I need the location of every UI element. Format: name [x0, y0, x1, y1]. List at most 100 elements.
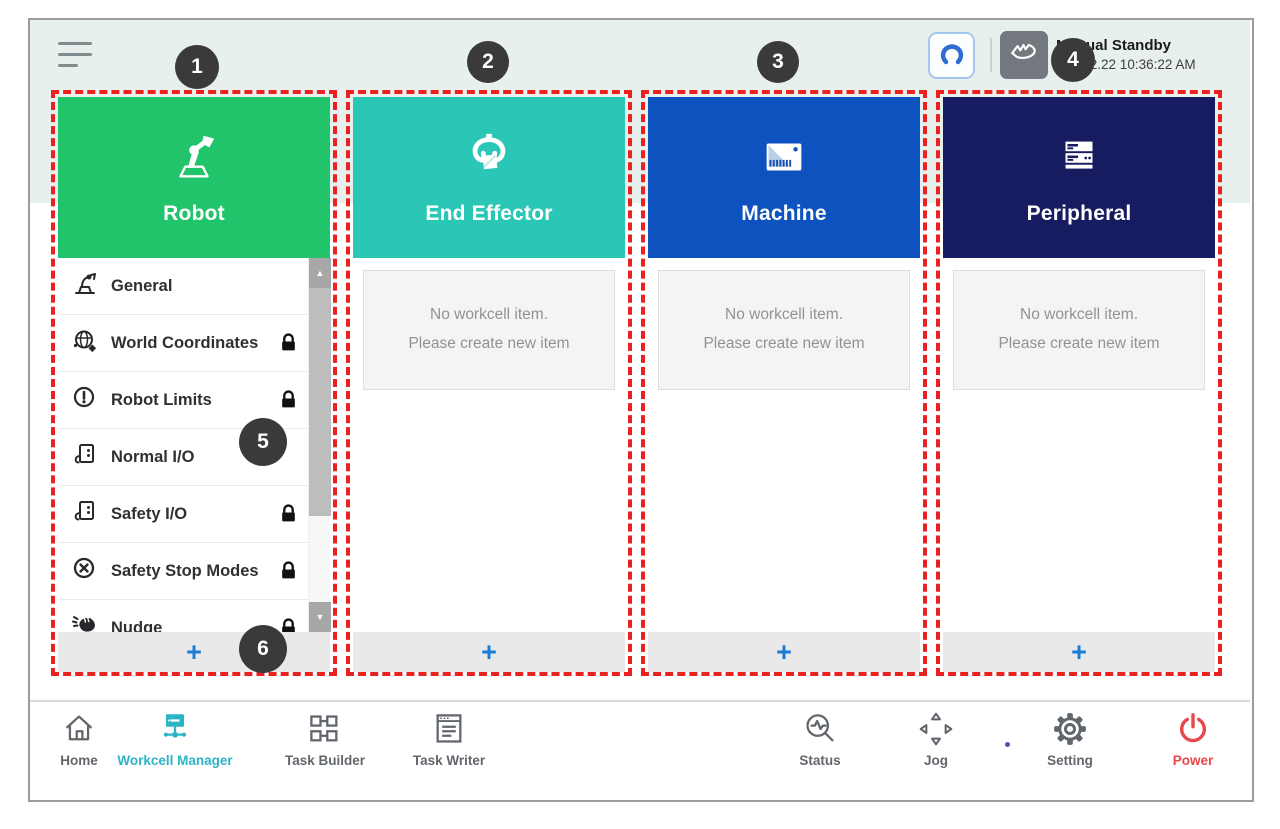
list-item-label: Safety Stop Modes: [111, 561, 259, 580]
nav-item-task-builder[interactable]: Task Builder: [255, 712, 395, 768]
robot-gripper-icon: [937, 38, 967, 73]
lock-icon: [279, 333, 298, 357]
nudge-hand-icon: [71, 612, 99, 633]
end-effector-column-header: End Effector: [353, 97, 625, 258]
topbar-divider: [990, 38, 992, 72]
gear-icon: [1053, 712, 1087, 746]
column-title: Peripheral: [1026, 201, 1132, 225]
jog-dpad-icon: [919, 712, 953, 746]
list-item-label: Normal I/O: [111, 447, 195, 466]
list-item-world-coordinates[interactable]: World Coordinates: [58, 315, 308, 372]
bottom-nav-divider: [30, 700, 1250, 702]
lock-icon: [279, 390, 298, 414]
list-item-label: Robot Limits: [111, 390, 212, 409]
server-rack-icon: [1052, 130, 1106, 189]
hamburger-menu-icon[interactable]: [58, 42, 92, 68]
nav-item-status[interactable]: Status: [750, 712, 890, 768]
empty-line-1: No workcell item.: [1020, 306, 1138, 324]
scroll-down-button[interactable]: ▼: [309, 602, 331, 632]
nav-item-task-writer[interactable]: Task Writer: [379, 712, 519, 768]
annotation-marker-5: 5: [239, 418, 287, 466]
world-coordinates-icon: [71, 327, 99, 360]
workcell-column-robot: Robot General: [58, 97, 331, 672]
hand-icon: [1008, 37, 1040, 74]
empty-line-2: Please create new item: [998, 335, 1160, 352]
robot-list-scrollbar[interactable]: ▲ ▼: [308, 258, 331, 632]
lock-icon: [279, 504, 298, 528]
add-robot-item-button[interactable]: +: [58, 632, 330, 672]
nav-label: Jog: [923, 753, 948, 768]
robot-limits-icon: [71, 384, 99, 417]
nav-label: Workcell Manager: [117, 753, 233, 768]
power-icon: [1176, 712, 1210, 746]
list-item-nudge[interactable]: Nudge: [58, 600, 308, 632]
plus-icon: +: [481, 636, 497, 667]
io-port-icon: [71, 441, 99, 474]
workcell-column-machine: Machine No workcell item. Please create …: [648, 97, 920, 672]
list-item-normal-io[interactable]: Normal I/O: [58, 429, 308, 486]
workcell-manager-icon: [158, 712, 192, 746]
list-item-label: General: [111, 276, 173, 295]
add-end-effector-item-button[interactable]: +: [353, 632, 625, 672]
nav-label: Home: [60, 753, 98, 768]
plus-icon: +: [776, 636, 792, 667]
annotation-marker-6: 6: [239, 625, 287, 673]
add-peripheral-item-button[interactable]: +: [943, 632, 1215, 672]
list-item-robot-limits[interactable]: Robot Limits: [58, 372, 308, 429]
empty-state-message: No workcell item. Please create new item: [363, 270, 615, 390]
workcell-column-end-effector: End Effector No workcell item. Please cr…: [353, 97, 625, 672]
robot-arm-icon: [167, 130, 221, 189]
task-writer-icon: [432, 712, 466, 746]
machine-panel-icon: [757, 130, 811, 189]
annotation-marker-3: 3: [757, 41, 799, 83]
nav-item-power[interactable]: Power: [1123, 712, 1263, 768]
list-item-label: World Coordinates: [111, 333, 259, 352]
nav-item-setting[interactable]: Setting: [1000, 712, 1140, 768]
scroll-up-icon: ▲: [315, 268, 325, 278]
plus-icon: +: [1071, 636, 1087, 667]
scrollbar-thumb[interactable]: [309, 288, 331, 516]
nav-item-jog[interactable]: Jog: [866, 712, 1006, 768]
general-robot-icon: [71, 270, 99, 303]
empty-line-2: Please create new item: [703, 335, 865, 352]
list-item-safety-io[interactable]: Safety I/O: [58, 486, 308, 543]
empty-line-1: No workcell item.: [725, 306, 843, 324]
list-item-general[interactable]: General: [58, 258, 308, 315]
empty-line-2: Please create new item: [408, 335, 570, 352]
empty-state-message: No workcell item. Please create new item: [658, 270, 910, 390]
nav-label: Task Writer: [412, 753, 486, 768]
empty-state-message: No workcell item. Please create new item: [953, 270, 1205, 390]
nav-label: Task Builder: [284, 753, 366, 768]
nav-label: Power: [1172, 753, 1214, 768]
stop-circle-x-icon: [71, 555, 99, 588]
annotation-marker-1: 1: [175, 45, 219, 89]
column-title: Machine: [741, 201, 827, 225]
manual-mode-button[interactable]: [1000, 31, 1048, 79]
column-title: End Effector: [425, 201, 553, 225]
plus-icon: +: [186, 636, 202, 667]
machine-column-header: Machine: [648, 97, 920, 258]
nav-label: Setting: [1047, 753, 1093, 768]
nav-separator-dot: [1005, 742, 1010, 747]
annotation-marker-4: 4: [1051, 38, 1095, 82]
task-builder-icon: [308, 712, 342, 746]
lock-icon: [279, 561, 298, 585]
status-pulse-icon: [803, 712, 837, 746]
home-icon: [62, 712, 96, 746]
scroll-down-icon: ▼: [315, 612, 325, 622]
list-item-safety-stop-modes[interactable]: Safety Stop Modes: [58, 543, 308, 600]
empty-line-1: No workcell item.: [430, 306, 548, 324]
add-machine-item-button[interactable]: +: [648, 632, 920, 672]
scroll-up-button[interactable]: ▲: [309, 258, 331, 288]
list-item-label: Nudge: [111, 618, 163, 633]
workcell-column-peripheral: Peripheral No workcell item. Please crea…: [943, 97, 1215, 672]
annotation-marker-2: 2: [467, 41, 509, 83]
peripheral-column-header: Peripheral: [943, 97, 1215, 258]
nav-item-workcell-manager[interactable]: Workcell Manager: [105, 712, 245, 768]
list-item-label: Safety I/O: [111, 504, 188, 523]
nav-label: Status: [799, 753, 841, 768]
lock-icon: [279, 618, 298, 632]
robot-mode-button[interactable]: [928, 32, 975, 79]
nav-item-home[interactable]: Home: [9, 712, 149, 768]
column-title: Robot: [163, 201, 225, 225]
